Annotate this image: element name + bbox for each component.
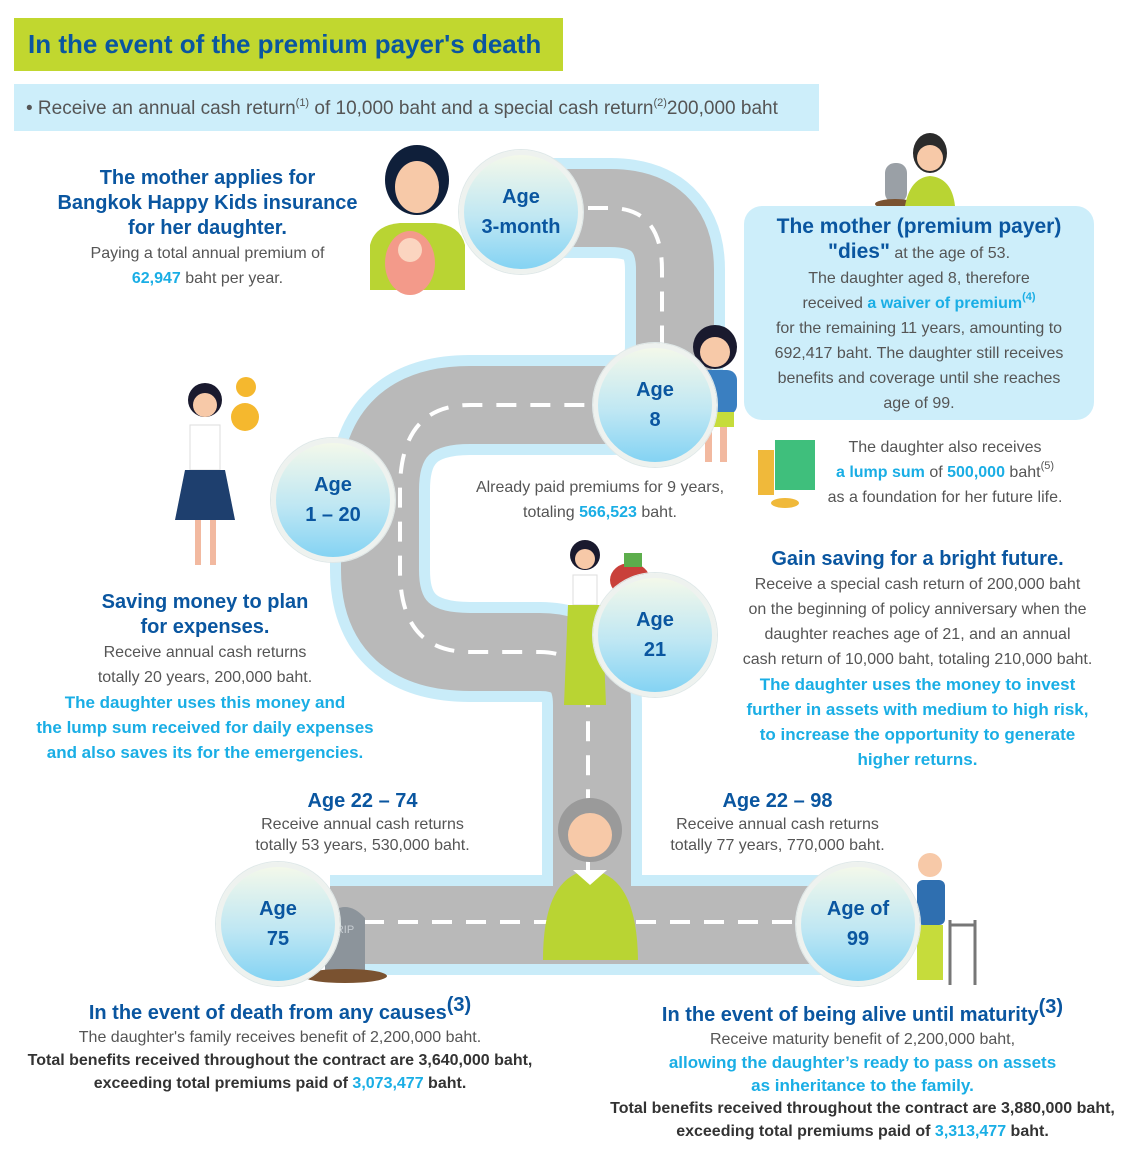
page-title: In the event of the premium payer's deat…: [14, 18, 563, 71]
rip-text: RIP: [336, 924, 354, 936]
footnote-1: (1): [295, 97, 310, 109]
footnote-2: (2): [653, 97, 667, 109]
elderly-man-with-walker-illustration: [917, 853, 977, 985]
lump-sum-section: The daughter also receives a lump sum of…: [827, 439, 1063, 506]
death-any-cause-section: In the event of death from any causes(3)…: [27, 994, 533, 1092]
mother-at-grave-illustration: [875, 133, 955, 208]
elderly-woman-illustration: [543, 798, 638, 960]
summary-text: 200,000 baht: [666, 98, 778, 119]
summary-text: of 10,000 baht and a special cash return: [309, 98, 654, 119]
girl-with-coins-illustration: [175, 377, 259, 565]
summary-text: • Receive an annual cash return: [26, 98, 296, 119]
paid-premiums-section: Already paid premiums for 9 years, total…: [475, 479, 725, 521]
summary-banner: • Receive an annual cash return(1) of 10…: [14, 84, 819, 131]
maturity-section: In the event of being alive until maturi…: [610, 996, 1115, 1140]
mother-with-baby-illustration: [370, 145, 465, 295]
premium-payer-death-card: The mother (premium payer) "dies" at the…: [744, 206, 1094, 420]
money-stack-icon: [758, 440, 815, 508]
gain-saving-section: Gain saving for a bright future. Receive…: [742, 548, 1093, 769]
